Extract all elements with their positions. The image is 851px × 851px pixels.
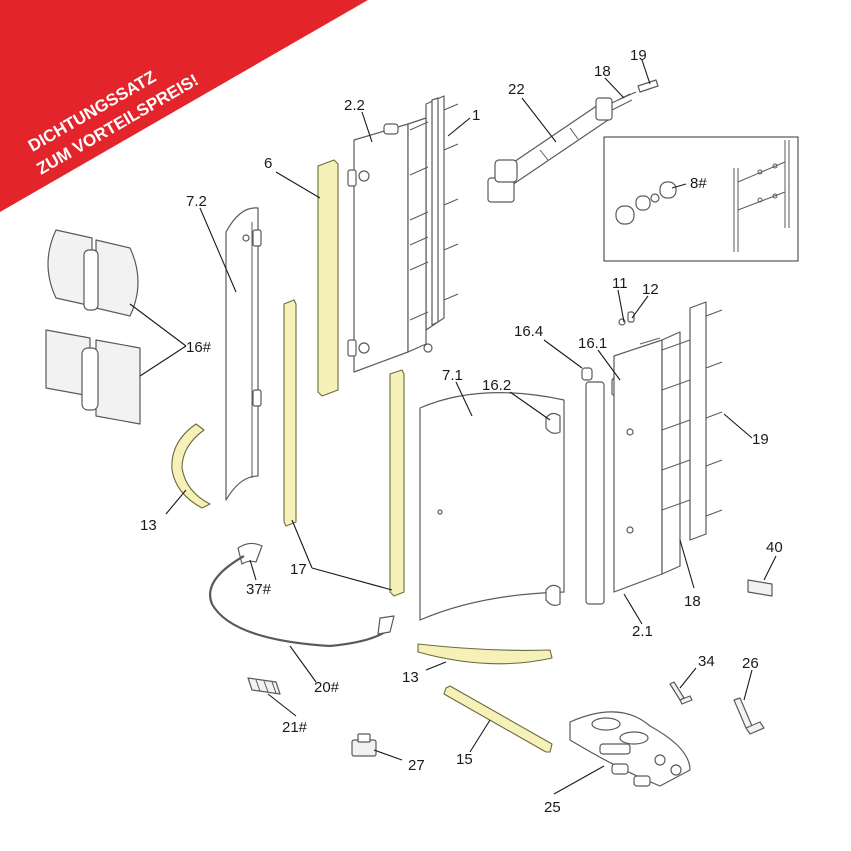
part-27-clip (351, 733, 377, 757)
part-25-small-parts-set (569, 711, 691, 787)
part-8-inset-box (603, 136, 799, 262)
label-19-right: 19 (752, 431, 769, 448)
part-7-2-curved-glass (225, 207, 262, 501)
part-20-end-clip (377, 615, 395, 635)
part-17-seal-b (389, 369, 405, 597)
label-27: 27 (408, 757, 425, 774)
label-20: 20# (314, 679, 340, 696)
part-16-2-magnet-profile (585, 381, 605, 605)
part-17-seal-a (283, 299, 297, 527)
part-34-hex-key-small (669, 681, 693, 705)
label-22: 22 (508, 81, 525, 98)
part-7-1-curved-glass (419, 392, 565, 621)
part-40-stop-block (747, 579, 773, 597)
label-11: 11 (612, 275, 628, 292)
part-20-bottom-seal-arc (209, 555, 389, 648)
label-16-1: 16.1 (578, 335, 607, 352)
label-16-4: 16.4 (514, 323, 543, 340)
label-7-1: 7.1 (442, 367, 463, 384)
label-7-2: 7.2 (186, 193, 207, 210)
label-21: 21# (282, 719, 308, 736)
part-2-2-fixed-panel (347, 117, 433, 373)
label-8: 8# (690, 175, 707, 192)
label-40: 40 (766, 539, 783, 556)
label-34: 34 (698, 653, 715, 670)
label-18-top: 18 (594, 63, 611, 80)
label-13-bottom: 13 (402, 669, 419, 686)
part-6-seal (317, 159, 339, 397)
label-13-left: 13 (140, 517, 157, 534)
label-2-1: 2.1 (632, 623, 653, 640)
part-16-hinges (45, 229, 141, 425)
label-16: 16# (186, 339, 212, 356)
part-labels: 1 2.2 6 7.2 22 18 19 8# 11 12 16.4 16.1 … (140, 47, 783, 816)
part-21-pad (247, 677, 281, 695)
part-18-19-screws-top (617, 79, 659, 101)
label-12: 12 (642, 281, 659, 298)
leader-lines (129, 59, 777, 795)
label-26: 26 (742, 655, 759, 672)
label-16-2: 16.2 (482, 377, 511, 394)
promo-banner: DICHTUNGSSATZ ZUM VORTEILSPREIS! (0, 0, 368, 212)
label-18-right: 18 (684, 593, 701, 610)
label-19-top: 19 (630, 47, 647, 64)
promo-banner-shape (0, 0, 368, 212)
label-2-2: 2.2 (344, 97, 365, 114)
part-15-straight-seal (443, 685, 553, 753)
part-22-stabilizer-bar (487, 93, 633, 203)
part-26-hex-key-large (733, 697, 765, 735)
label-6: 6 (264, 155, 272, 172)
part-37-end-cap (237, 542, 263, 565)
part-13-curved-seal-bottom (417, 643, 553, 665)
label-1: 1 (472, 107, 480, 124)
label-25: 25 (544, 799, 561, 816)
label-15: 15 (456, 751, 473, 768)
part-2-1-fixed-panel (613, 301, 723, 593)
label-37: 37# (246, 581, 272, 598)
part-16-4-fitting (581, 367, 593, 381)
label-17: 17 (290, 561, 307, 578)
part-13-curved-seal-left (171, 423, 211, 509)
